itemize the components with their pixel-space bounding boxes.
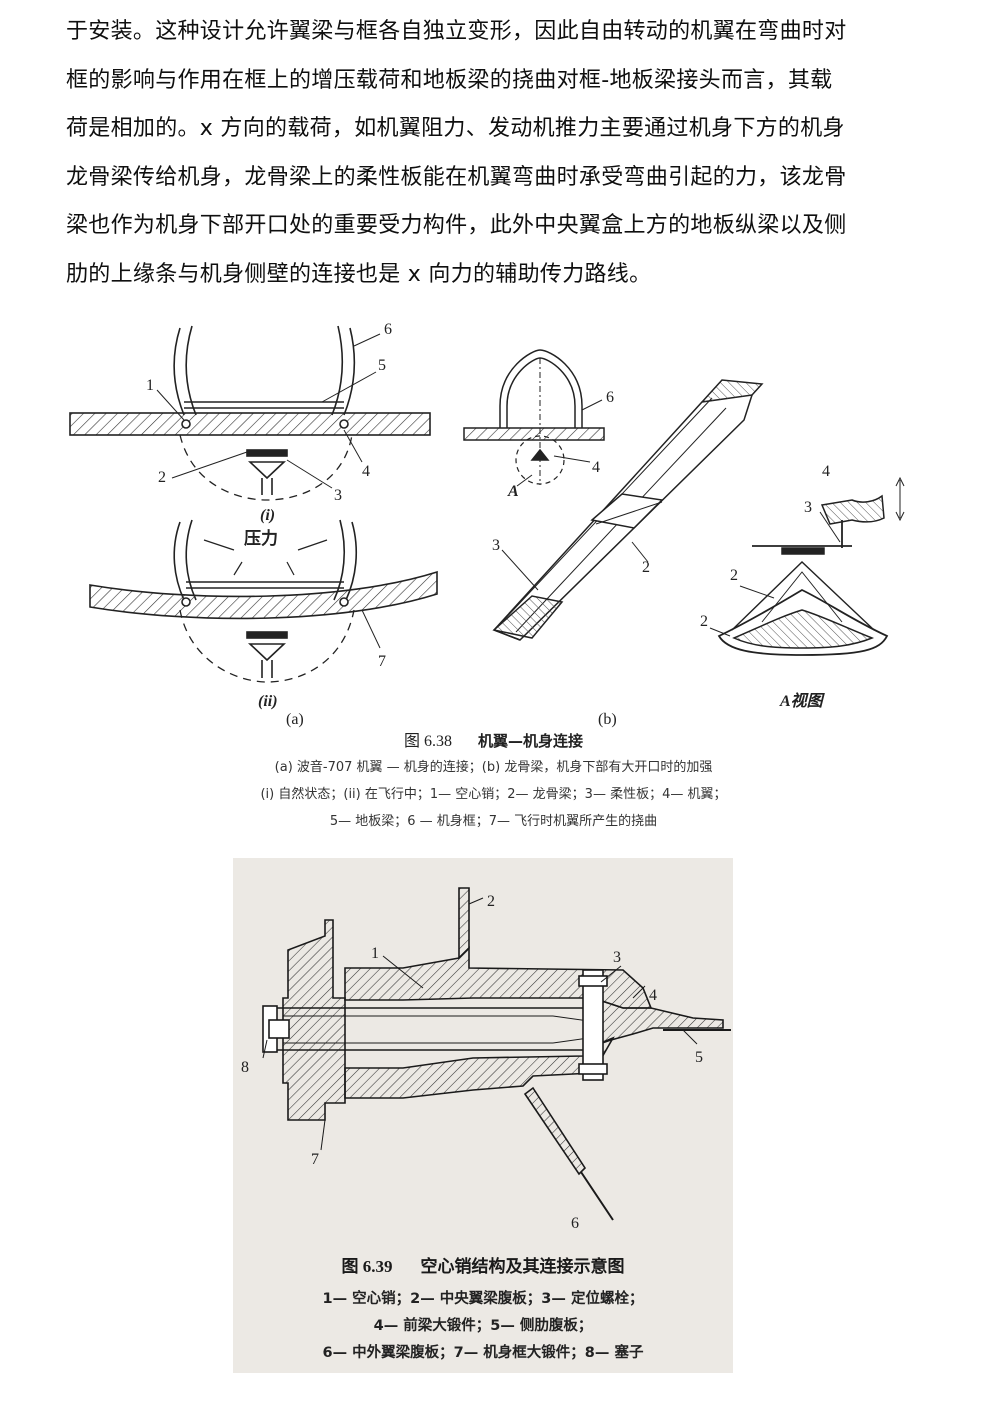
view-a-label: A视图 (779, 692, 826, 710)
caption-title-row: 图 6.38 机翼—机身连接 (0, 728, 987, 754)
figure-title: 机翼—机身连接 (478, 732, 584, 750)
figure-6-38-caption: 图 6.38 机翼—机身连接 (a) 波音-707 机翼 — 机身的连接；(b) … (0, 728, 987, 835)
body-paragraph: 于安装。这种设计允许翼梁与框各自独立变形，因此自由转动的机翼在弯曲时对 框的影响… (66, 8, 916, 299)
c-label-4: 4 (822, 463, 830, 480)
fig39-label-8: 8 (241, 1059, 249, 1076)
caption-line: 1— 空心销；2— 中央翼梁腹板；3— 定位螺栓； (322, 1291, 644, 1307)
state-ii-label: (ii) (258, 693, 278, 710)
paragraph-line: 梁也作为机身下部开口处的重要受力构件，此外中央翼盒上方的地板纵梁以及侧 (66, 213, 847, 238)
fig39-label-1: 1 (371, 945, 379, 962)
diagram-a-natural-state (69, 325, 431, 501)
pressure-label: 压力 (244, 528, 278, 549)
b-label-4: 4 (592, 459, 600, 476)
caption-line: 5— 地板梁；6 — 机身框；7— 飞行时机翼所产生的挠曲 (329, 814, 658, 829)
c-label-2b: 2 (700, 613, 708, 630)
hollow-pin-assembly (262, 887, 731, 1221)
paragraph-line: 荷是相加的。x 方向的载荷，如机翼阻力、发动机推力主要通过机身下方的机身 (66, 116, 845, 141)
caption-line: (a) 波音-707 机翼 — 机身的连接；(b) 龙骨梁，机身下部有大开口时的… (274, 760, 713, 775)
figure-title: 空心销结构及其连接示意图 (420, 1257, 625, 1277)
figure-6-38-drawing: 1 6 5 2 4 3 (i) (69, 321, 905, 728)
paragraph-line: 肋的上缘条与机身侧壁的连接也是 x 向力的辅助传力路线。 (66, 261, 652, 287)
figure-6-39: 2 1 3 4 5 8 7 6 (233, 858, 733, 1373)
label-5: 5 (378, 357, 386, 374)
label-6: 6 (384, 321, 392, 338)
b-label-6: 6 (606, 389, 614, 406)
subfigure-b-label: (b) (598, 711, 617, 728)
b-label-2: 2 (642, 559, 650, 576)
figure-6-39-caption: 图 6.39 空心销结构及其连接示意图 1— 空心销；2— 中央翼梁腹板；3— 定… (233, 1248, 733, 1367)
paragraph-line: 框的影响与作用在框上的增压载荷和地板梁的挠曲对框-地板梁接头而言，其载 (66, 67, 833, 93)
paragraph-line: 龙骨梁传给机身，龙骨梁上的柔性板能在机翼弯曲时承受弯曲引起的力，该龙骨 (66, 164, 847, 190)
fig39-label-7: 7 (311, 1151, 319, 1168)
fig39-label-6: 6 (571, 1215, 579, 1232)
fig39-label-5: 5 (695, 1049, 703, 1066)
fig39-label-4: 4 (649, 987, 657, 1004)
caption-line: 6— 中外翼梁腹板；7— 机身框大锻件；8— 塞子 (322, 1345, 644, 1361)
label-4: 4 (362, 463, 370, 480)
figure-6-38: 1 6 5 2 4 3 (i) (62, 310, 912, 755)
c-label-2a: 2 (730, 567, 738, 584)
fig39-label-2: 2 (487, 893, 495, 910)
caption-line: (i) 自然状态；(ii) 在飞行中；1— 空心销；2— 龙骨梁；3— 柔性板；… (260, 787, 727, 802)
diagram-a-in-flight (89, 519, 438, 683)
b-arrow-a-label: A (507, 483, 519, 500)
figure-number: 图 6.39 (341, 1257, 393, 1276)
diagram-b-keel-beam (463, 349, 905, 656)
label-1: 1 (146, 377, 154, 394)
b-label-3: 3 (492, 537, 500, 554)
caption-line: 4— 前梁大锻件；5— 侧肋腹板； (373, 1318, 593, 1334)
label-7: 7 (378, 653, 386, 670)
caption-title-row: 图 6.39 空心销结构及其连接示意图 (233, 1248, 733, 1286)
figure-number: 图 6.38 (403, 733, 452, 750)
figure-6-39-drawing: 2 1 3 4 5 8 7 6 (241, 887, 731, 1232)
label-3: 3 (334, 487, 342, 504)
label-2: 2 (158, 469, 166, 486)
subfigure-a-label: (a) (286, 711, 304, 728)
c-label-3: 3 (804, 499, 812, 516)
fig39-label-3: 3 (613, 949, 621, 966)
state-i-label: (i) (260, 507, 275, 524)
paragraph-line: 于安装。这种设计允许翼梁与框各自独立变形，因此自由转动的机翼在弯曲时对 (66, 19, 847, 44)
